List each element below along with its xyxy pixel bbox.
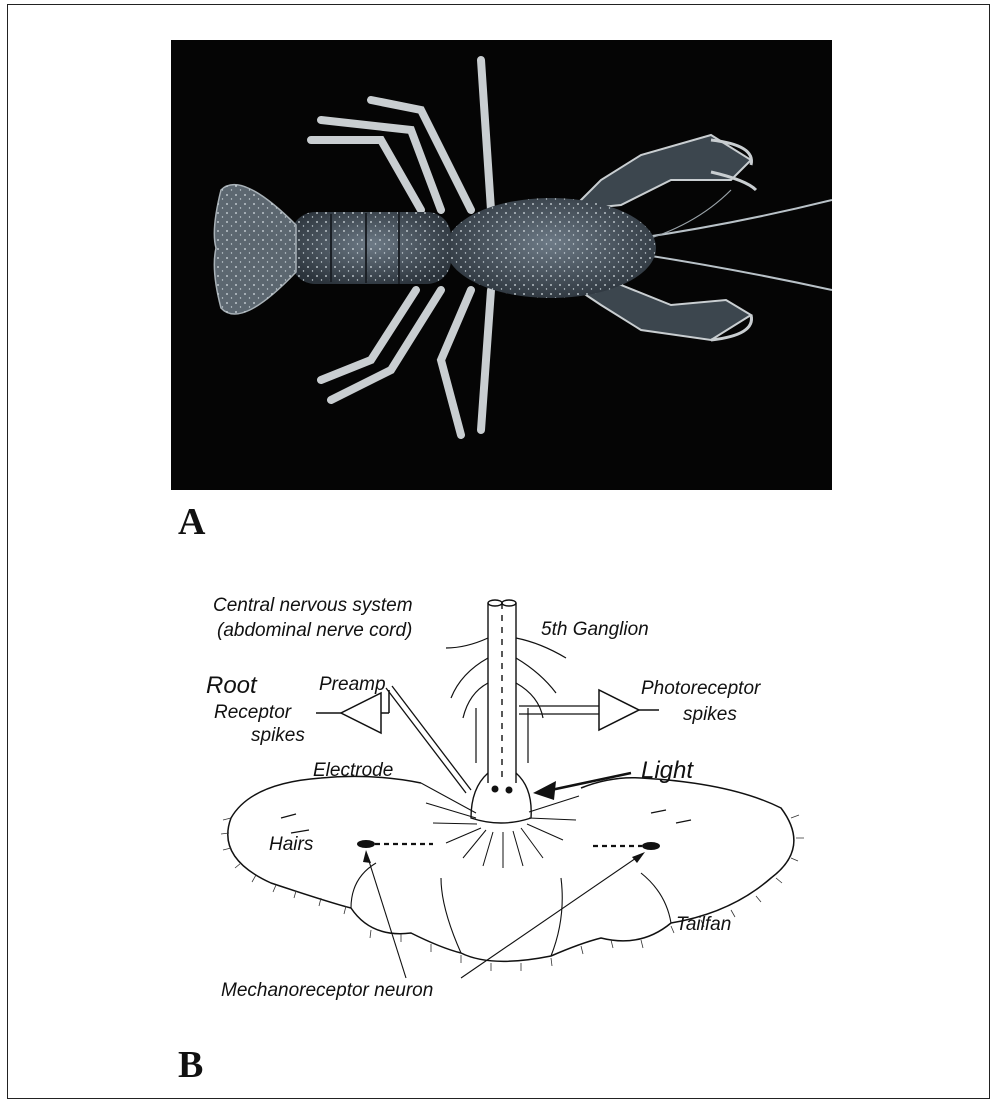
label-ganglion: 5th Ganglion (541, 619, 649, 640)
mechanoreceptor-right (642, 842, 660, 850)
preamp-right-icon (599, 690, 639, 730)
label-photo-1: Photoreceptor (641, 678, 761, 699)
ganglion-roots (421, 783, 579, 868)
nerve-cord (488, 600, 516, 783)
uropod-segments (351, 863, 671, 956)
light-arrow (551, 773, 631, 790)
label-receptor-1: Receptor (214, 702, 292, 723)
preamp-left-icon (341, 693, 381, 733)
label-root: Root (206, 672, 258, 699)
label-photo-2: spikes (683, 704, 737, 725)
label-light: Light (641, 757, 694, 784)
photoreceptor-cell-2 (506, 787, 513, 794)
label-receptor-2: spikes (251, 725, 305, 746)
side-roots (446, 638, 566, 763)
label-electrode: Electrode (313, 760, 393, 781)
label-hairs: Hairs (269, 834, 314, 855)
electrode (386, 686, 471, 793)
label-cns-2: (abdominal nerve cord) (217, 620, 412, 641)
label-mechanoreceptor: Mechanoreceptor neuron (221, 980, 433, 1001)
fifth-ganglion (471, 773, 531, 823)
crayfish-photo (171, 40, 832, 490)
mechanoreceptor-left (357, 840, 375, 848)
label-cns-1: Central nervous system (213, 595, 413, 616)
tailfan-diagram: Central nervous system (abdominal nerve … (171, 578, 832, 1048)
photoreceptor-cell (492, 786, 499, 793)
panel-label-b: B (178, 1043, 203, 1087)
label-preamp: Preamp (319, 674, 386, 695)
crayfish-illustration (171, 40, 832, 490)
panel-label-a: A (178, 500, 205, 544)
label-tailfan: Tailfan (676, 914, 731, 935)
mechano-arrows (368, 856, 639, 978)
